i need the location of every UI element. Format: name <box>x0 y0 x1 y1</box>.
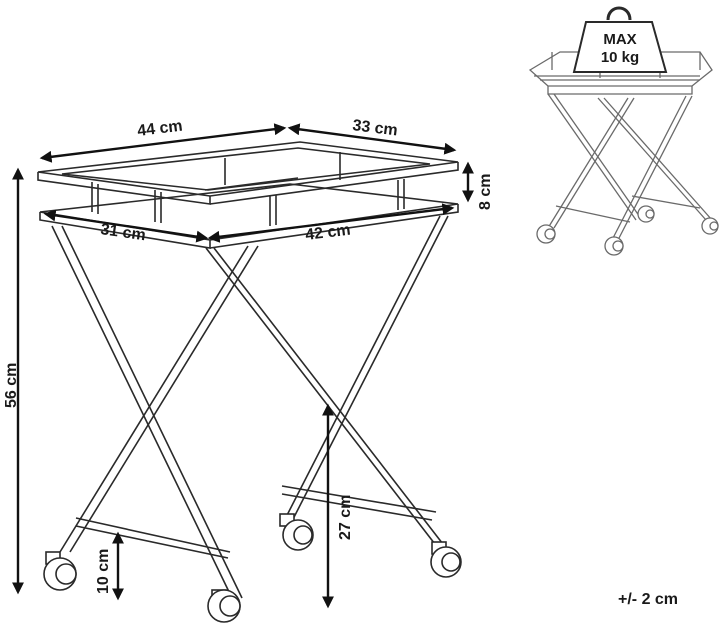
bottom-clearance-label: 10 cm <box>95 549 112 594</box>
caster-wheel-icon <box>207 589 241 623</box>
caster-wheel-icon <box>430 541 462 578</box>
depth-top-label: 33 cm <box>352 117 399 139</box>
trolley-main-drawing <box>37 141 462 623</box>
load-weight-label: 10 kg <box>601 49 639 66</box>
rail-height-label: 8 cm <box>477 174 494 210</box>
shelf-height-label: 27 cm <box>337 495 354 540</box>
tolerance-note: +/- 2 cm <box>618 591 678 608</box>
weight-icon <box>572 6 668 73</box>
total-height-label: 56 cm <box>3 363 20 408</box>
load-max-label: MAX <box>603 31 636 48</box>
caster-wheel-icon <box>43 551 77 591</box>
depth-lower-label: 42 cm <box>304 222 351 244</box>
load-capacity-drawing <box>528 51 719 256</box>
width-top-label: 44 cm <box>136 118 183 140</box>
dimension-lines <box>12 123 474 609</box>
width-lower-label: 31 cm <box>99 221 146 244</box>
caster-wheel-icon <box>279 513 314 551</box>
